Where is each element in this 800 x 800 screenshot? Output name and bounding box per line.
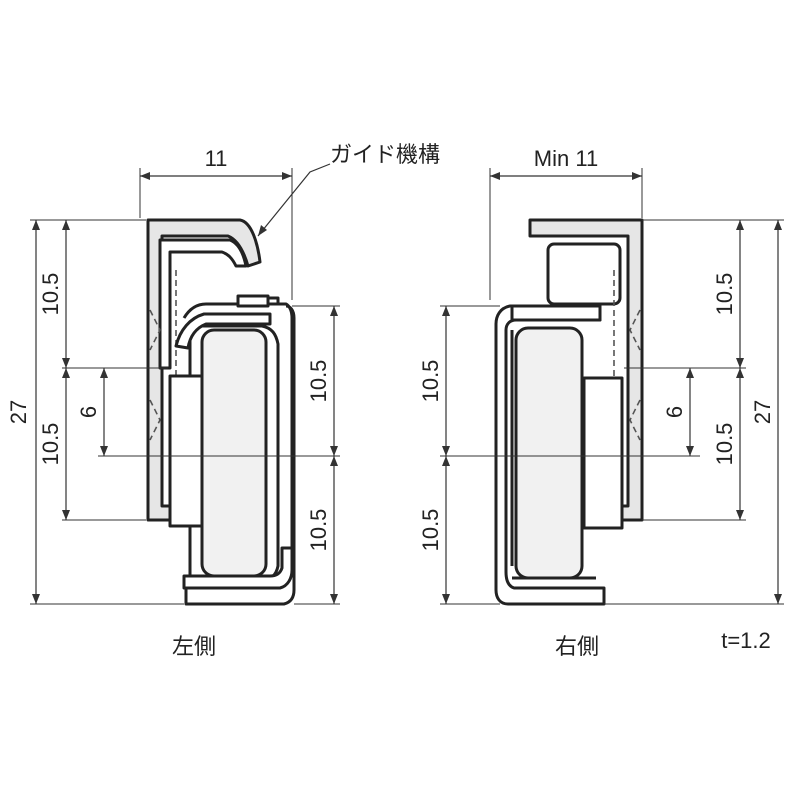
left-upper-left-dim: 10.5 [38,273,63,316]
right-upper-left-dim: 10.5 [418,360,443,403]
left-guide-hook [158,238,248,370]
right-lower-right-dim: 10.5 [712,423,737,466]
right-top-plate [510,304,602,322]
right-roller [514,326,584,580]
left-upper-right-dim: 10.5 [306,360,331,403]
right-height-label: 27 [750,400,775,424]
left-roller [200,328,268,578]
left-side-view [146,218,296,606]
left-height-label: 27 [6,400,31,424]
guide-mechanism-label: ガイド機構 [330,143,440,168]
left-lower-right-dim: 10.5 [306,509,331,552]
right-upper-right-dim: 10.5 [712,273,737,316]
thickness-note: t=1.2 [721,628,771,653]
right-side-caption: 右側 [555,635,599,660]
left-bottom-flange [182,546,294,590]
left-lower-left-dim: 10.5 [38,423,63,466]
left-inner-block [168,374,204,528]
right-side-view [494,218,644,606]
right-middle-bracket [494,304,606,606]
right-inner-channel [510,330,596,580]
right-dimensions [440,168,784,605]
right-inner-block [582,376,624,530]
left-width-label: 11 [205,146,228,171]
left-top-cap [236,294,270,308]
left-gap-dim: 6 [76,406,101,418]
left-side-caption: 左側 [172,635,216,660]
left-dimensions [30,163,340,605]
right-lower-left-dim: 10.5 [418,509,443,552]
right-width-label: Min 11 [534,146,598,171]
left-bracket-hook [174,312,272,350]
right-gap-dim: 6 [662,406,687,418]
right-upper-block [546,242,622,306]
